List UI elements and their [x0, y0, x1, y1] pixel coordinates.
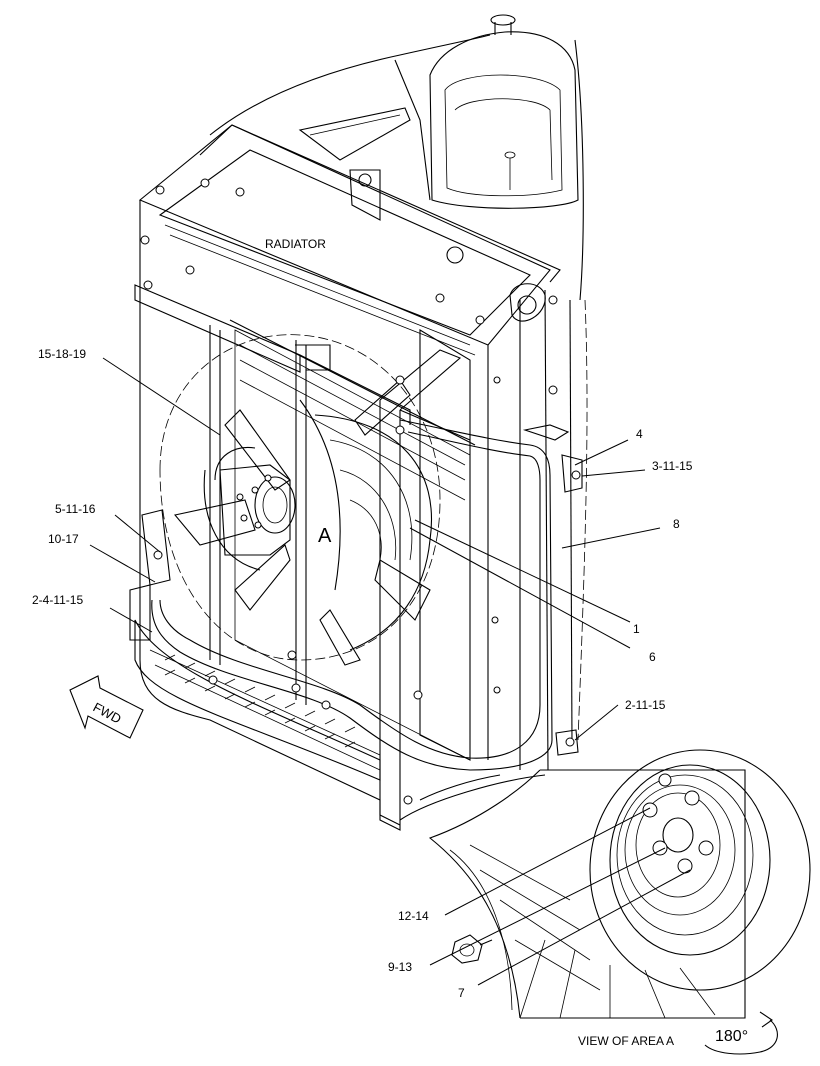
engine-hood-outline — [209, 34, 588, 741]
fwd-arrow-icon: FWD — [69, 675, 144, 739]
detail-view-area-a — [428, 749, 811, 1019]
frame-bolts — [140, 178, 558, 805]
radiator-core — [134, 284, 573, 826]
radiator-top-tank — [138, 124, 561, 360]
callout-12-14: 12-14 — [398, 909, 429, 923]
filler-tube — [429, 14, 579, 209]
view-of-area-label: VIEW OF AREA A — [578, 1034, 674, 1048]
radiator-label: RADIATOR — [265, 237, 326, 251]
callout-1: 1 — [633, 622, 640, 636]
leader-lines — [89, 357, 691, 986]
callout-4: 4 — [636, 427, 643, 441]
callout-10-17: 10-17 — [48, 532, 79, 546]
top-deflector — [298, 107, 411, 161]
frame-bars — [209, 325, 471, 831]
fan-hub — [219, 464, 296, 556]
base-grille — [129, 584, 381, 781]
callout-2-11-15: 2-11-15 — [625, 698, 666, 712]
callout-5-11-16: 5-11-16 — [55, 502, 96, 516]
callout-8: 8 — [673, 517, 680, 531]
callout-6: 6 — [649, 650, 656, 664]
callout-7: 7 — [458, 986, 465, 1000]
tube-assembly — [141, 419, 583, 771]
callout-3-11-15: 3-11-15 — [652, 459, 693, 473]
rotate-arrow-icon — [704, 1011, 778, 1055]
callout-15-18-19: 15-18-19 — [38, 347, 86, 361]
diagram-labels: RADIATOR A 15-18-19 5-11-16 10-17 2-4-11… — [32, 237, 748, 1048]
rotation-label: 180° — [715, 1028, 748, 1045]
fan-assembly — [159, 334, 441, 666]
callout-9-13: 9-13 — [388, 960, 412, 974]
area-letter-label: A — [318, 525, 332, 547]
fwd-label: FWD — [91, 699, 124, 726]
callout-2-4-11-15: 2-4-11-15 — [32, 593, 83, 607]
shroud-lower — [399, 774, 546, 821]
